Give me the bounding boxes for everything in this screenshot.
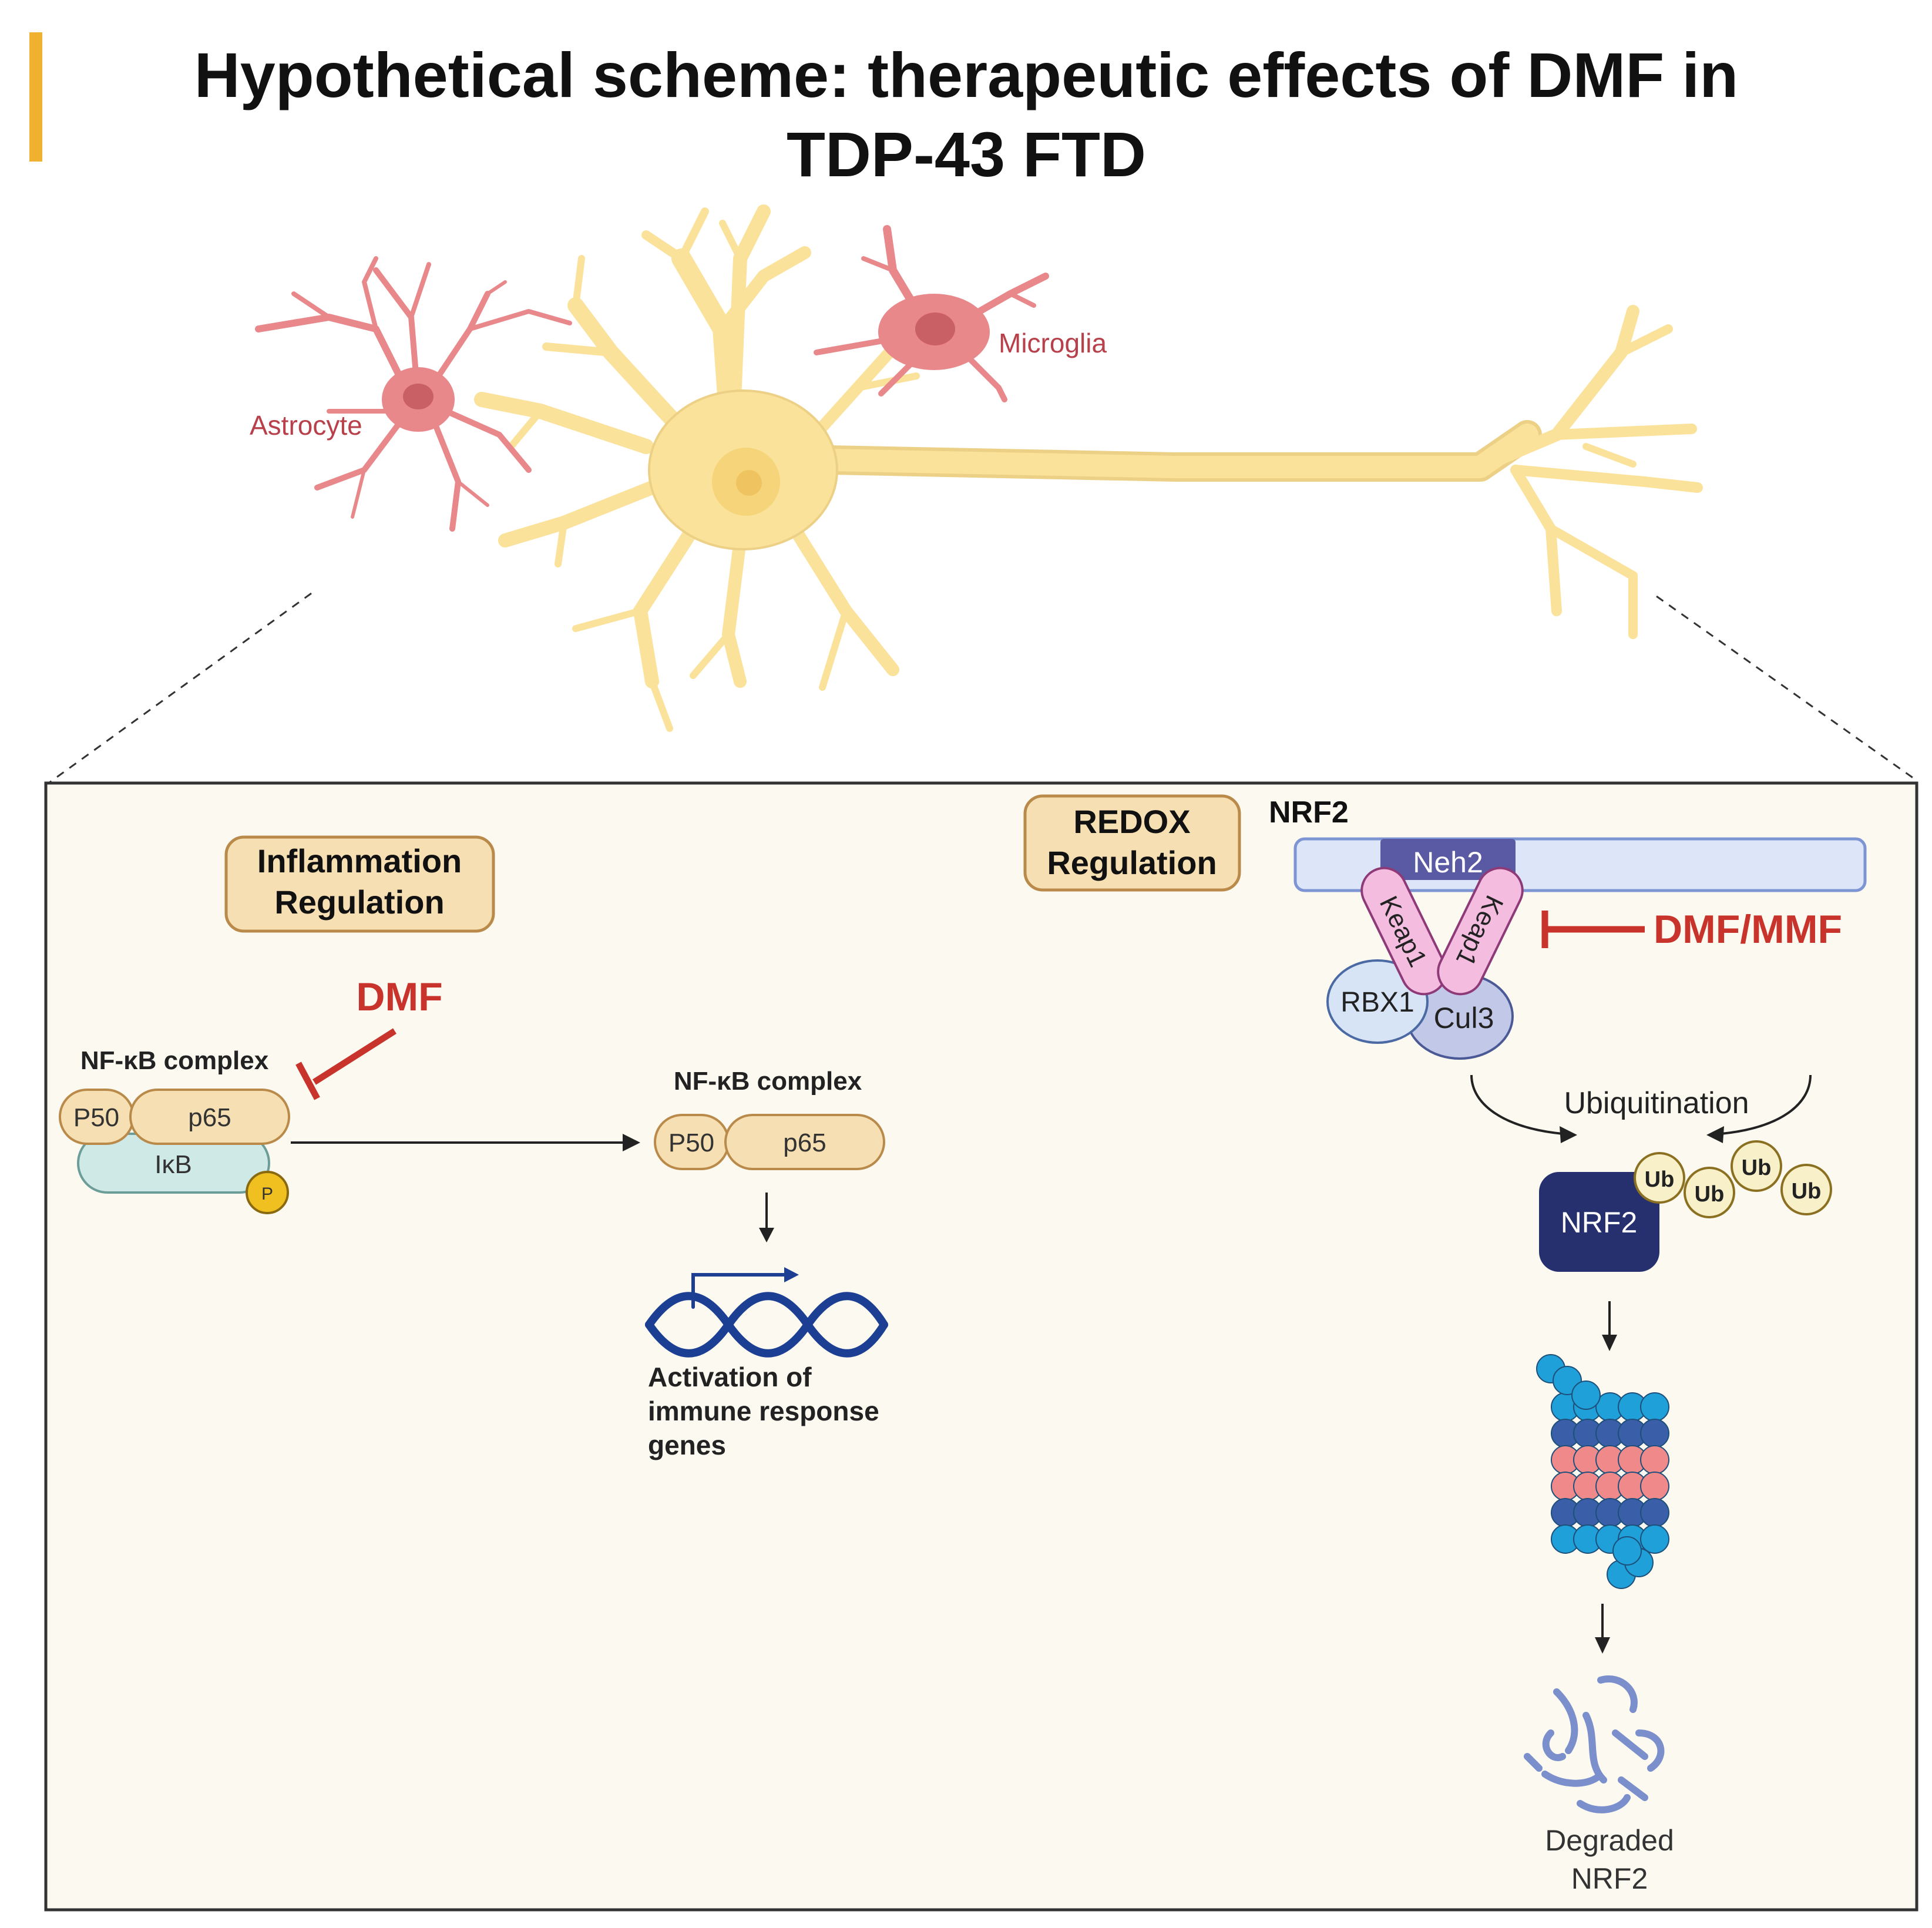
inflammation-box-line-2: Regulation bbox=[274, 884, 444, 921]
ikb-label: IκB bbox=[154, 1150, 192, 1179]
ubiquitin-2 bbox=[1684, 1167, 1735, 1218]
dmf-mmf-label: DMF/MMF bbox=[1654, 907, 1842, 952]
proteasome-cap-bead bbox=[1571, 1380, 1601, 1410]
proteasome-bead bbox=[1640, 1445, 1669, 1474]
redox-box-line-1: REDOX bbox=[1073, 803, 1190, 840]
nrf2-header-label: NRF2 bbox=[1269, 795, 1349, 829]
degradation-arrow bbox=[1595, 1604, 1610, 1654]
phosphate-label: P bbox=[261, 1184, 273, 1204]
outcome-line-3: genes bbox=[648, 1430, 726, 1460]
proteasome-bead bbox=[1640, 1524, 1669, 1554]
nrf2-protein-label: NRF2 bbox=[1561, 1206, 1638, 1239]
dmf-inhibitor-label: DMF bbox=[356, 975, 442, 1019]
ubiquitin-2-label: Ub bbox=[1695, 1182, 1725, 1207]
zoom-line-right bbox=[1656, 595, 1918, 782]
ubiquitin-4-label: Ub bbox=[1792, 1179, 1822, 1204]
rbx1-label: RBX1 bbox=[1340, 987, 1414, 1018]
title-line-1: Hypothetical scheme: therapeutic effects… bbox=[194, 39, 1739, 110]
ubiquitin-1 bbox=[1634, 1152, 1685, 1204]
transcription-start-arrowhead bbox=[784, 1267, 799, 1282]
redox-box-line-2: Regulation bbox=[1047, 844, 1217, 881]
nfkb-inactive-complex: IκB P50 p65 P bbox=[59, 1089, 290, 1214]
inflammation-regulation-box: Inflammation Regulation bbox=[224, 835, 495, 933]
ubiquitin-3-label: Ub bbox=[1742, 1156, 1772, 1180]
nfkb-complex-label: NF-κB complex bbox=[80, 1046, 269, 1075]
ubiquitination-label: Ubiquitination bbox=[1564, 1086, 1749, 1120]
nrf2-protein bbox=[1539, 1172, 1659, 1272]
detail-panel bbox=[44, 781, 1918, 1912]
ubiquitin-1-label: Ub bbox=[1645, 1167, 1675, 1192]
degraded-peptides-icon bbox=[1524, 1675, 1665, 1813]
neh2-label: Neh2 bbox=[1413, 846, 1483, 879]
astrocyte-label: Astrocyte bbox=[250, 410, 362, 441]
active-p65-label: p65 bbox=[783, 1128, 826, 1157]
proteasome-bead bbox=[1640, 1472, 1669, 1501]
ubiquitin-4 bbox=[1780, 1164, 1832, 1215]
dmf-mmf-inhibition-symbol bbox=[1541, 911, 1645, 948]
active-nfkb-complex-label: NF-κB complex bbox=[674, 1067, 862, 1096]
ubiquitin-3 bbox=[1731, 1140, 1782, 1192]
astrocyte-illustration bbox=[255, 256, 572, 532]
ub-arrowhead-right bbox=[1706, 1126, 1724, 1143]
outcome-line-2: immune response bbox=[648, 1396, 879, 1426]
outcome-line-1: Activation of bbox=[648, 1362, 812, 1392]
title-line-2: TDP-43 FTD bbox=[787, 119, 1146, 190]
proteasome-arrow bbox=[1602, 1301, 1617, 1351]
microglia-illustration bbox=[814, 225, 1049, 402]
dmf-inhibition-symbol bbox=[295, 1028, 397, 1100]
dna-icon bbox=[645, 1273, 888, 1358]
ub-arrowhead-left bbox=[1560, 1126, 1577, 1143]
accent-bar bbox=[29, 32, 42, 162]
p50-label: P50 bbox=[73, 1103, 119, 1132]
proteasome-icon bbox=[1536, 1354, 1669, 1589]
active-p65-protein bbox=[724, 1114, 885, 1170]
cul3-label: Cul3 bbox=[1434, 1002, 1494, 1034]
p65-label: p65 bbox=[188, 1103, 231, 1132]
p65-protein bbox=[129, 1089, 290, 1145]
proteasome-bead bbox=[1640, 1498, 1669, 1527]
ubiquitin-chain: Ub Ub Ub Ub bbox=[1634, 1140, 1832, 1218]
phosphate-marker bbox=[246, 1171, 289, 1214]
redox-regulation-box: REDOX Regulation bbox=[1023, 794, 1241, 892]
zoom-line-left bbox=[46, 592, 312, 785]
neh2-domain bbox=[1380, 839, 1516, 880]
degraded-line-1: Degraded bbox=[1545, 1824, 1674, 1857]
ubiquitination-arrows bbox=[1470, 1074, 1812, 1135]
transcription-arrow bbox=[759, 1193, 774, 1242]
proteasome-cap-bead bbox=[1612, 1536, 1642, 1566]
proteasome-bead bbox=[1640, 1419, 1669, 1448]
inflammation-box-line-1: Inflammation bbox=[257, 842, 462, 879]
neuron-illustration bbox=[474, 204, 1703, 732]
degraded-line-2: NRF2 bbox=[1571, 1862, 1648, 1895]
activation-arrow bbox=[291, 1134, 640, 1151]
active-p50-label: P50 bbox=[668, 1128, 714, 1157]
proteasome-bead bbox=[1640, 1392, 1669, 1422]
nfkb-active-complex: P50 p65 bbox=[654, 1114, 885, 1170]
microglia-label: Microglia bbox=[999, 328, 1107, 358]
